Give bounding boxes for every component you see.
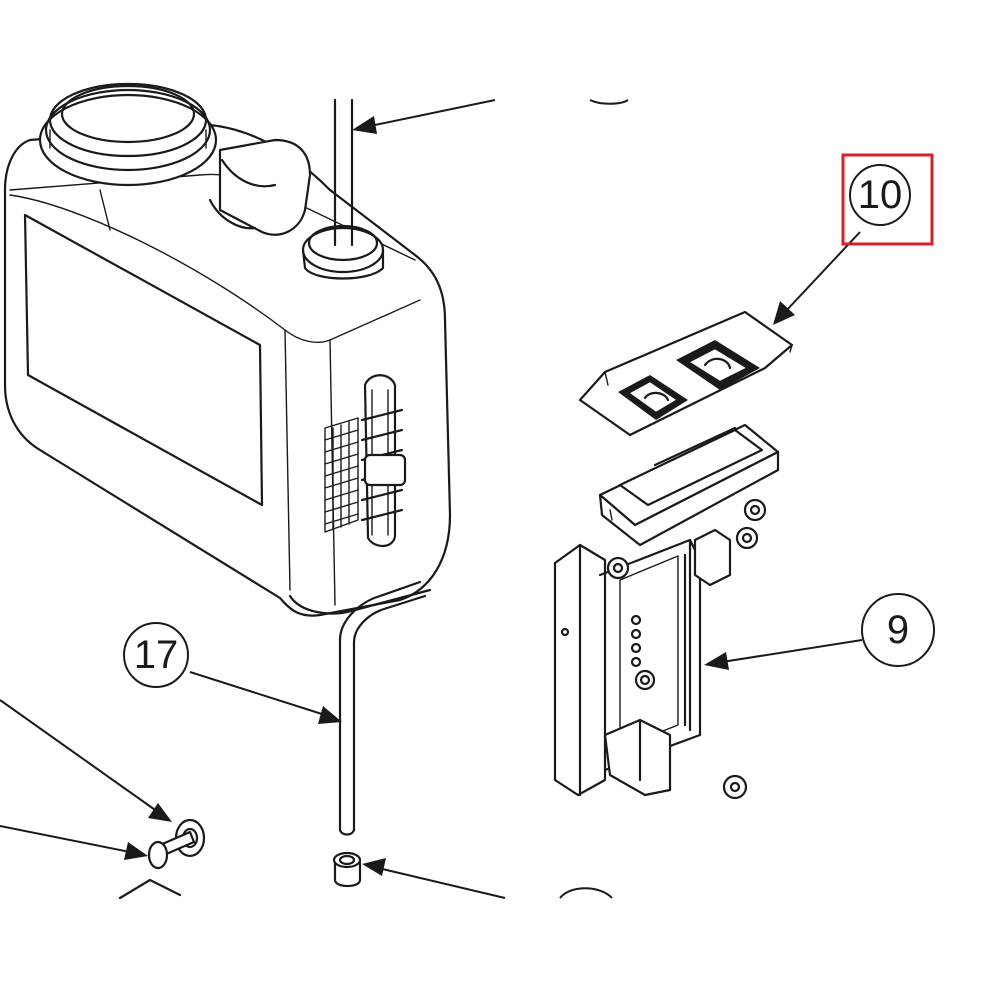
callout-9-label: 9 — [887, 608, 909, 652]
screw — [147, 830, 196, 870]
hose-tube — [338, 580, 427, 836]
bracket-housing — [553, 423, 780, 800]
callout-10[interactable]: 10 — [849, 164, 911, 226]
grommet — [332, 851, 362, 888]
callout-10-label: 10 — [858, 173, 903, 217]
callout-10-highlight-box — [841, 153, 934, 246]
label-plate — [578, 310, 794, 437]
callout-9[interactable]: 9 — [861, 593, 935, 667]
fluid-tank — [3, 82, 452, 617]
callout-17[interactable]: 17 — [123, 622, 189, 688]
partial-part-bottom-left — [118, 878, 182, 900]
callout-17-label: 17 — [134, 633, 179, 677]
